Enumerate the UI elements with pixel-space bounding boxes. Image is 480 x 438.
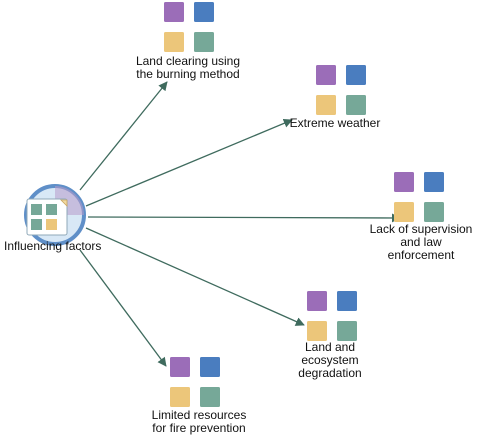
edges-layer xyxy=(79,81,401,367)
node-label-land-degradation: Land and ecosystem degradation xyxy=(298,340,362,380)
root-label: Influencing factors xyxy=(4,239,102,253)
edge-to-lack-of-supervision xyxy=(87,213,401,223)
tile-square xyxy=(394,172,414,192)
tile-square xyxy=(200,357,220,377)
tile-square xyxy=(307,321,327,341)
tile-square xyxy=(170,387,190,407)
node-label-extreme-weather: Extreme weather xyxy=(289,116,381,130)
tiles-layer xyxy=(164,2,444,407)
tile-square xyxy=(346,65,366,85)
four-color-tiles-icon[interactable] xyxy=(307,291,357,341)
four-color-tiles-icon[interactable] xyxy=(316,65,366,115)
node-label-limited-resources: Limited resources for fire prevention xyxy=(151,408,247,435)
tile-square xyxy=(170,357,190,377)
node-label-land-clearing: Land clearing using the burning method xyxy=(135,54,241,81)
tile-square xyxy=(424,202,444,222)
tile-square xyxy=(164,32,184,52)
tile-square xyxy=(346,95,366,115)
tile-square xyxy=(307,291,327,311)
tile-square xyxy=(424,172,444,192)
mindmap-root-icon xyxy=(24,184,86,246)
tile-square xyxy=(337,291,357,311)
tile-square xyxy=(394,202,414,222)
four-color-tiles-icon[interactable] xyxy=(394,172,444,222)
tile-square xyxy=(337,321,357,341)
edge-to-limited-resources xyxy=(79,249,167,367)
edge-to-extreme-weather xyxy=(85,118,293,207)
four-color-tiles-icon[interactable] xyxy=(170,357,220,407)
tile-square xyxy=(316,65,336,85)
edge-to-land-degradation xyxy=(85,227,305,326)
tile-square xyxy=(316,95,336,115)
tile-square xyxy=(200,387,220,407)
node-label-lack-of-supervision: Lack of supervision and law enforcement xyxy=(369,222,473,262)
tile-square xyxy=(194,2,214,22)
four-color-tiles-icon[interactable] xyxy=(164,2,214,52)
edge-to-land-clearing xyxy=(79,81,168,191)
tile-square xyxy=(164,2,184,22)
tile-square xyxy=(194,32,214,52)
